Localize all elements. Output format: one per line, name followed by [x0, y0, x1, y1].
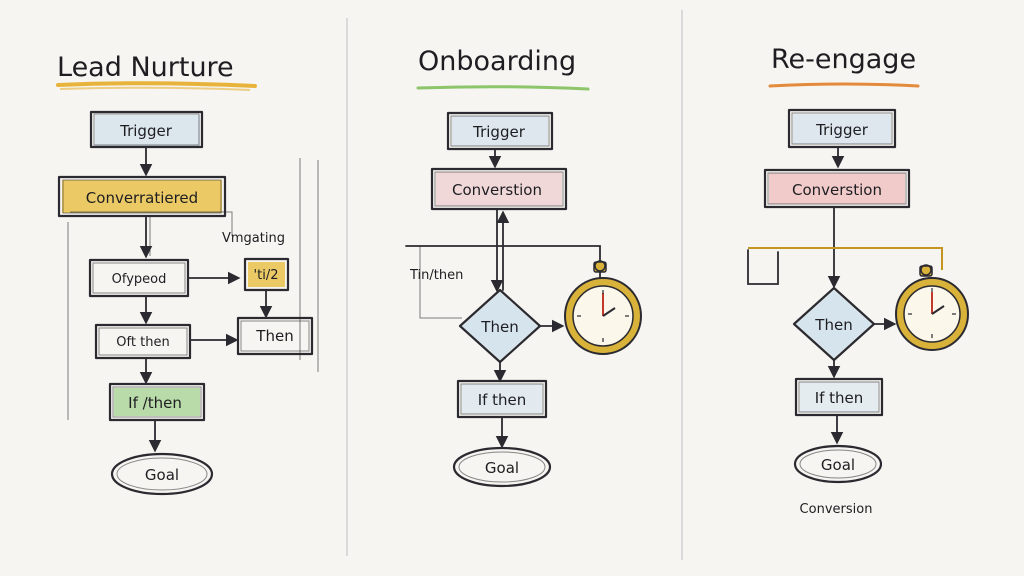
- panel-lead-nurture: Lead Nurture Trigger Converratiered: [56, 52, 319, 496]
- svg-text:If then: If then: [478, 391, 527, 409]
- if-then-node: If then: [456, 379, 548, 419]
- svg-text:Converstion: Converstion: [452, 181, 542, 199]
- panel-title: Re-engage: [771, 44, 916, 75]
- trigger-node: Trigger: [446, 111, 554, 151]
- svg-text:If then: If then: [815, 389, 864, 407]
- decision-diamond: Then: [792, 286, 876, 362]
- side-label: Vmgating: [222, 231, 285, 246]
- svg-text:If /then: If /then: [128, 394, 182, 412]
- conversion-node: Converstion: [763, 168, 911, 209]
- stopwatch-icon: [895, 264, 969, 351]
- svg-text:Oft then: Oft then: [116, 335, 169, 350]
- goal-node: Goal: [452, 446, 552, 488]
- svg-text:Trigger: Trigger: [119, 122, 173, 140]
- svg-text:Converstion: Converstion: [792, 181, 882, 199]
- goal-node: Goal: [110, 452, 214, 496]
- conversion-node: Converstion: [430, 167, 568, 211]
- svg-text:Ofypeod: Ofypeod: [112, 272, 167, 287]
- title-underline: [56, 81, 257, 88]
- title-underline: [768, 82, 920, 88]
- step-node: Oft then: [94, 323, 192, 360]
- then-node: Then: [236, 316, 314, 356]
- svg-text:Then: Then: [480, 318, 518, 336]
- stopwatch-icon: [564, 260, 642, 355]
- if-then-node: If then: [794, 377, 884, 417]
- conversion-node: Converratiered: [57, 175, 227, 218]
- svg-text:Goal: Goal: [821, 456, 855, 474]
- goal-node: Goal: [793, 444, 883, 484]
- if-then-node: If /then: [108, 382, 206, 422]
- panel-re-engage: Re-engage Trigger Converstion Then: [747, 44, 969, 517]
- side-box-node: 'ti/2: [243, 257, 290, 292]
- svg-text:Then: Then: [255, 327, 293, 345]
- decision-diamond: Then: [458, 288, 542, 364]
- panel-title: Lead Nurture: [57, 52, 234, 83]
- trigger-node: Trigger: [787, 108, 897, 149]
- goal-caption: Conversion: [800, 502, 873, 517]
- step-node: Ofypeod: [88, 258, 190, 298]
- svg-text:Goal: Goal: [145, 466, 179, 484]
- svg-text:Then: Then: [814, 316, 852, 334]
- svg-text:Goal: Goal: [485, 459, 519, 477]
- panel-onboarding: Onboarding Trigger Converstion Tin/then …: [405, 46, 642, 488]
- panel-title: Onboarding: [418, 46, 576, 77]
- svg-text:'ti/2: 'ti/2: [254, 268, 279, 283]
- svg-text:Converratiered: Converratiered: [86, 189, 198, 207]
- side-label: Tin/then: [409, 268, 463, 283]
- svg-text:Trigger: Trigger: [472, 123, 526, 141]
- title-underline: [416, 85, 590, 91]
- svg-text:Trigger: Trigger: [815, 121, 869, 139]
- trigger-node: Trigger: [89, 110, 204, 149]
